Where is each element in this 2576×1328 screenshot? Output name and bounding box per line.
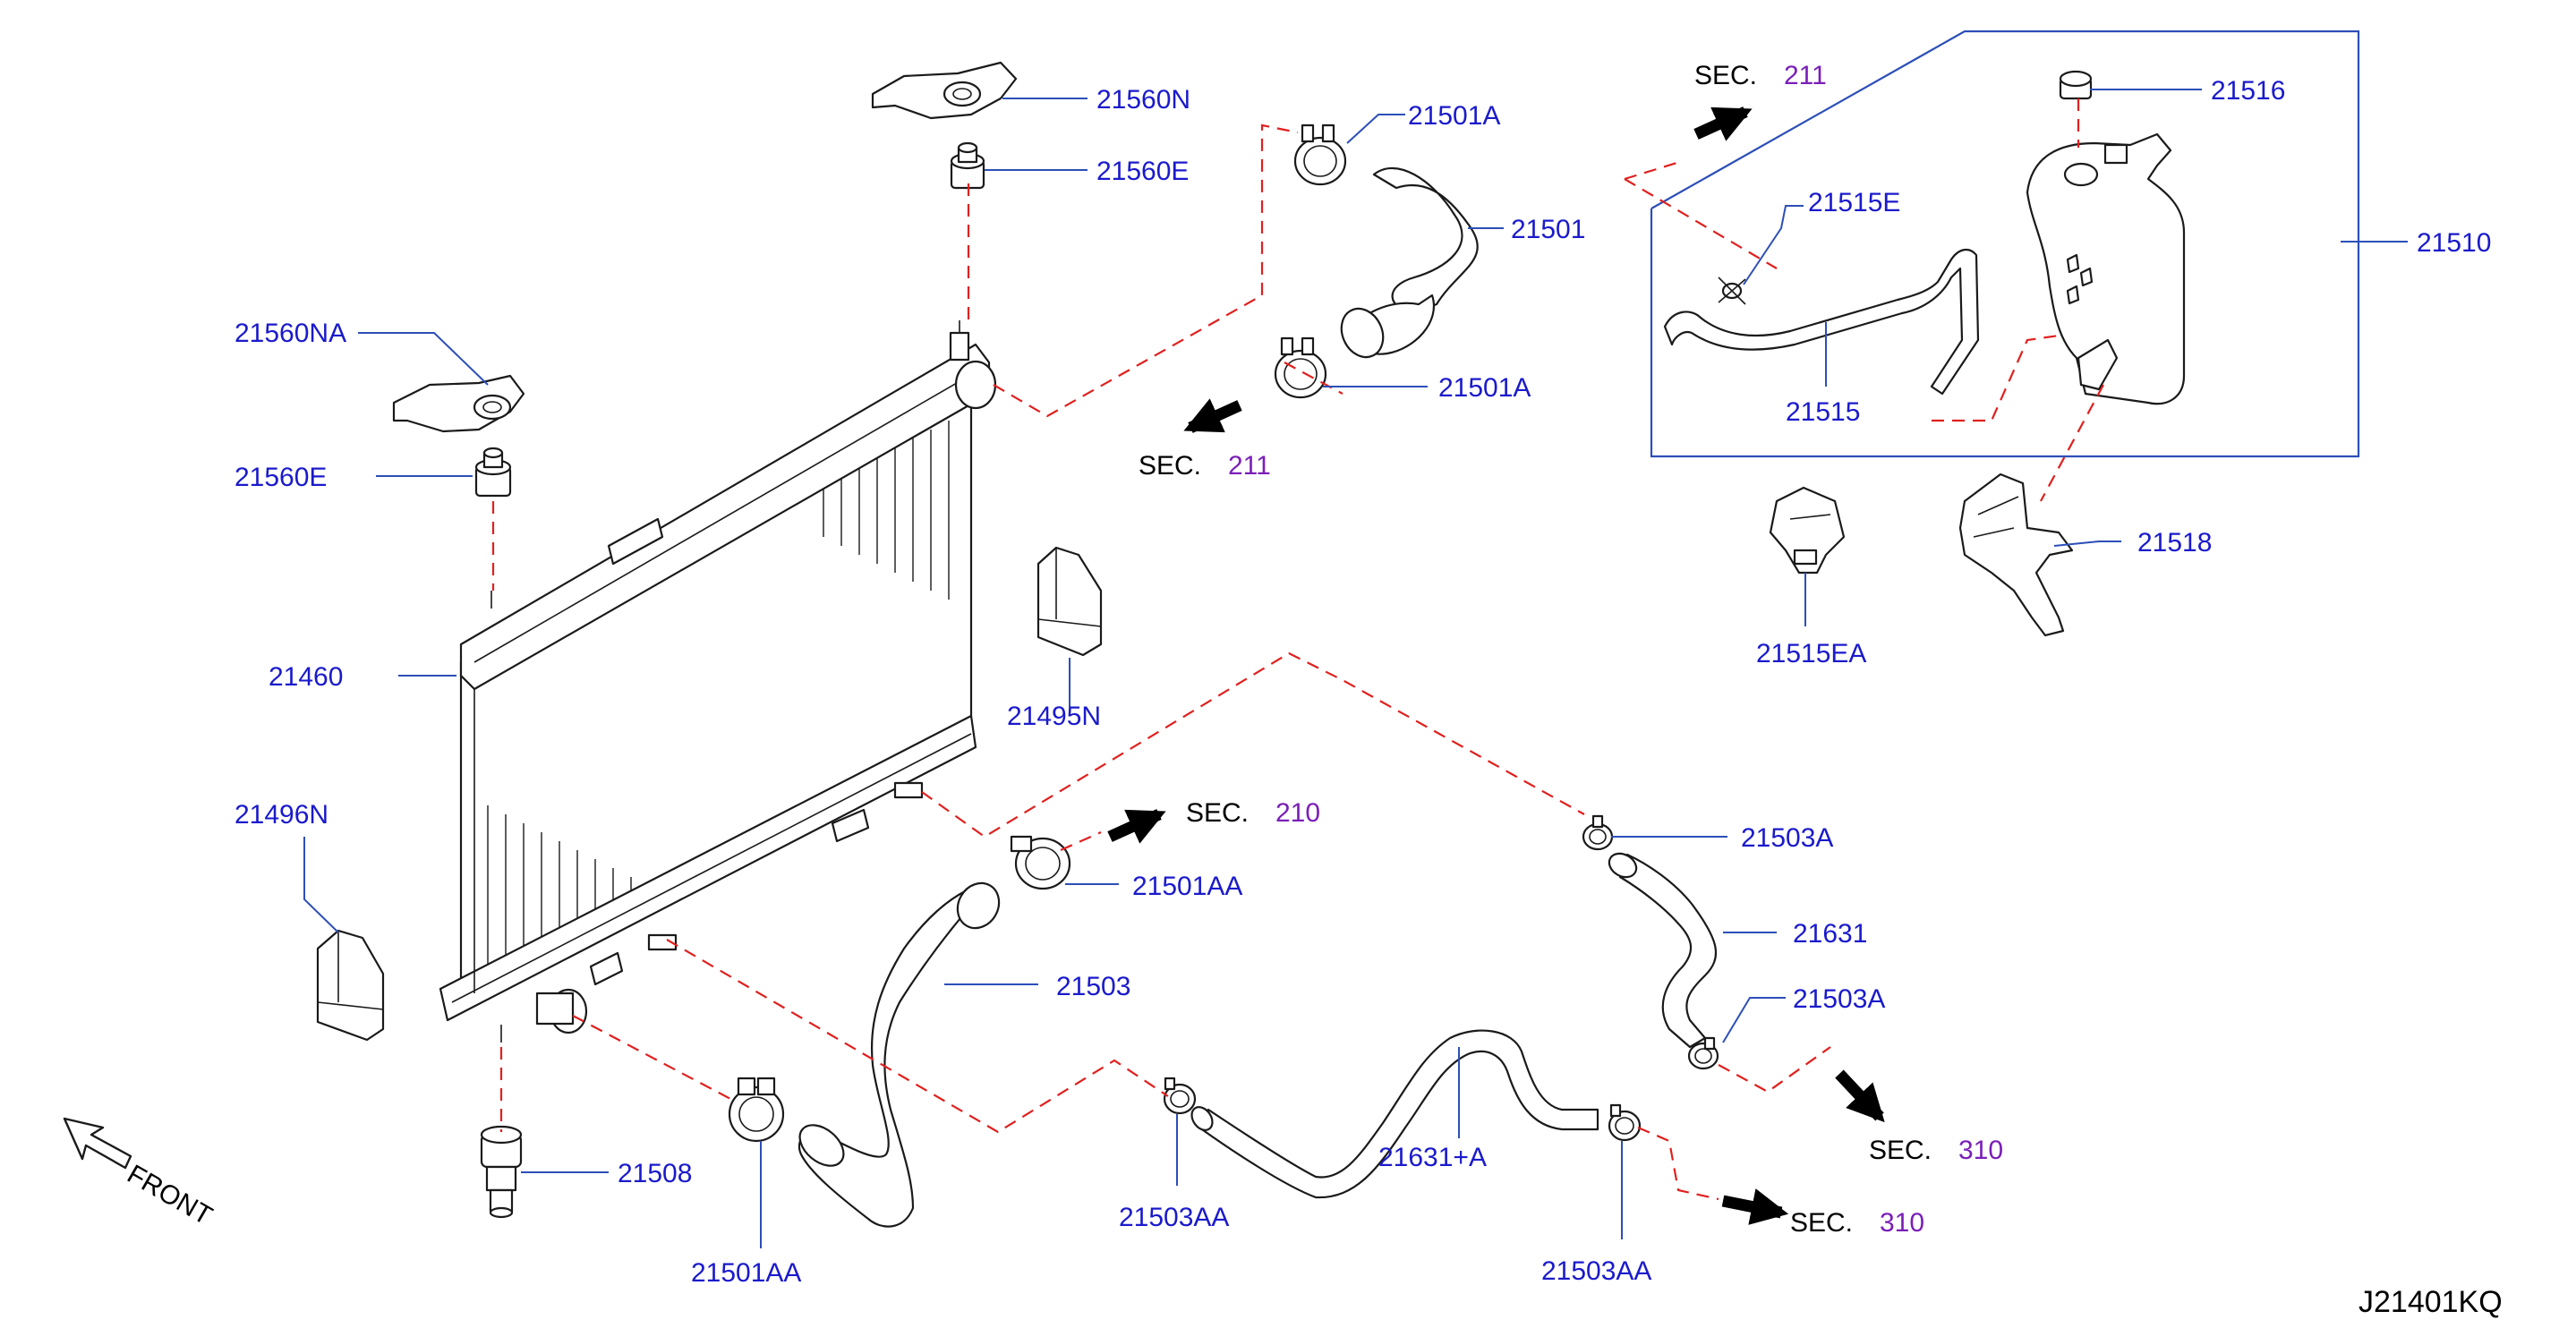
reservoir-hose-21515 bbox=[1663, 248, 1980, 396]
label-21516: 21516 bbox=[2211, 76, 2285, 106]
label-21510: 21510 bbox=[2417, 228, 2491, 258]
label-21515E: 21515E bbox=[1808, 188, 1900, 217]
sec211-top-number: 211 bbox=[1784, 61, 1827, 90]
grommet-21560E-left bbox=[474, 447, 512, 498]
label-21495N: 21495N bbox=[1007, 702, 1101, 731]
sec310-lower-number: 310 bbox=[1880, 1208, 1924, 1238]
grommet-21560E bbox=[950, 141, 985, 190]
reservoir-tank-21510 bbox=[2026, 132, 2186, 405]
arrow-sec211-top bbox=[1693, 106, 1753, 141]
arrow-sec211-mid bbox=[1183, 398, 1242, 433]
sec211-mid-label: SEC. bbox=[1139, 451, 1201, 481]
arrow-sec210 bbox=[1107, 809, 1166, 844]
label-21560E-left: 21560E bbox=[235, 463, 327, 492]
part-labels: 21560N 21560E 21501A 21501 21501A 21560N… bbox=[235, 76, 2491, 1288]
clamp-21501AA-bottom bbox=[728, 1077, 785, 1143]
air-guide-21496N bbox=[316, 929, 385, 1042]
leader-lines bbox=[303, 89, 2408, 1248]
upper-hose-21501 bbox=[1340, 166, 1479, 359]
label-21501A-bottom: 21501A bbox=[1438, 373, 1531, 403]
sec310-upper-number: 310 bbox=[1958, 1136, 2003, 1165]
sec210-label: SEC. bbox=[1186, 798, 1249, 828]
label-21515EA: 21515EA bbox=[1756, 639, 1866, 668]
label-21631: 21631 bbox=[1793, 919, 1867, 949]
clamp-21503AA-left bbox=[1163, 1077, 1197, 1115]
label-21460: 21460 bbox=[269, 662, 343, 692]
air-guide-21495N bbox=[1036, 546, 1103, 657]
clamp-21501A-bottom bbox=[1274, 336, 1327, 399]
radiator-fins-lower bbox=[487, 805, 632, 975]
label-21501A-top: 21501A bbox=[1408, 101, 1500, 131]
label-21503AA-left: 21503AA bbox=[1119, 1203, 1229, 1232]
label-21503: 21503 bbox=[1056, 972, 1130, 1001]
clamp-21501A-top bbox=[1293, 123, 1347, 186]
label-21496N: 21496N bbox=[235, 800, 328, 830]
sec310-lower-label: SEC. bbox=[1790, 1208, 1853, 1238]
label-21503AA-right: 21503AA bbox=[1541, 1256, 1651, 1286]
diagram-id: J21401KQ bbox=[2358, 1285, 2503, 1319]
label-21560E: 21560E bbox=[1096, 157, 1189, 186]
bracket-21560NA bbox=[392, 374, 525, 433]
label-21515: 21515 bbox=[1786, 397, 1860, 427]
label-21560N: 21560N bbox=[1096, 85, 1190, 115]
label-21518: 21518 bbox=[2137, 528, 2212, 558]
clip-21515EA bbox=[1769, 486, 1846, 575]
arrow-sec310-upper bbox=[1835, 1069, 1885, 1123]
reference-lines bbox=[491, 98, 2104, 1201]
clamp-21503A-bottom bbox=[1687, 1036, 1719, 1070]
sec310-upper-label: SEC. bbox=[1869, 1136, 1932, 1165]
label-21501AA-right: 21501AA bbox=[1132, 872, 1242, 901]
front-arrow-icon bbox=[63, 1117, 132, 1170]
section-labels: SEC. 211 SEC. 211 SEC. 210 SEC. 310 SEC.… bbox=[1139, 61, 2003, 1238]
label-21501: 21501 bbox=[1511, 215, 1585, 244]
lower-hose-21503 bbox=[798, 881, 1001, 1228]
hose-21631 bbox=[1608, 852, 1718, 1049]
bracket-21560N bbox=[871, 61, 1018, 120]
front-label: FRONT bbox=[123, 1159, 218, 1230]
sec210-number: 210 bbox=[1275, 798, 1320, 828]
radiator-assembly bbox=[439, 320, 997, 1043]
arrow-sec310-lower bbox=[1721, 1188, 1789, 1225]
front-indicator: FRONT bbox=[63, 1117, 218, 1231]
label-21503A-bottom: 21503A bbox=[1793, 984, 1885, 1014]
sec211-mid-number: 211 bbox=[1228, 451, 1271, 481]
sec211-top-label: SEC. bbox=[1694, 61, 1757, 90]
clip-21515E bbox=[1718, 277, 1746, 305]
hose-21631A bbox=[1190, 1029, 1599, 1199]
section-arrows bbox=[1107, 106, 1885, 1225]
reservoir-group bbox=[1650, 30, 2360, 458]
label-21503A-top: 21503A bbox=[1741, 823, 1833, 853]
label-21508: 21508 bbox=[618, 1159, 692, 1188]
label-21631A: 21631+A bbox=[1378, 1143, 1487, 1172]
drain-plug-21508 bbox=[480, 1125, 523, 1219]
clamp-21503AA-right bbox=[1608, 1103, 1642, 1142]
label-21560NA: 21560NA bbox=[235, 319, 346, 348]
bracket-21518 bbox=[1958, 472, 2074, 637]
label-21501AA-bottom: 21501AA bbox=[691, 1258, 801, 1288]
clamp-21501AA-right bbox=[1010, 835, 1071, 890]
clamp-21503A-top bbox=[1582, 814, 1614, 851]
radiator-fins-upper bbox=[823, 421, 950, 600]
reservoir-cap-21516 bbox=[2059, 70, 2093, 100]
